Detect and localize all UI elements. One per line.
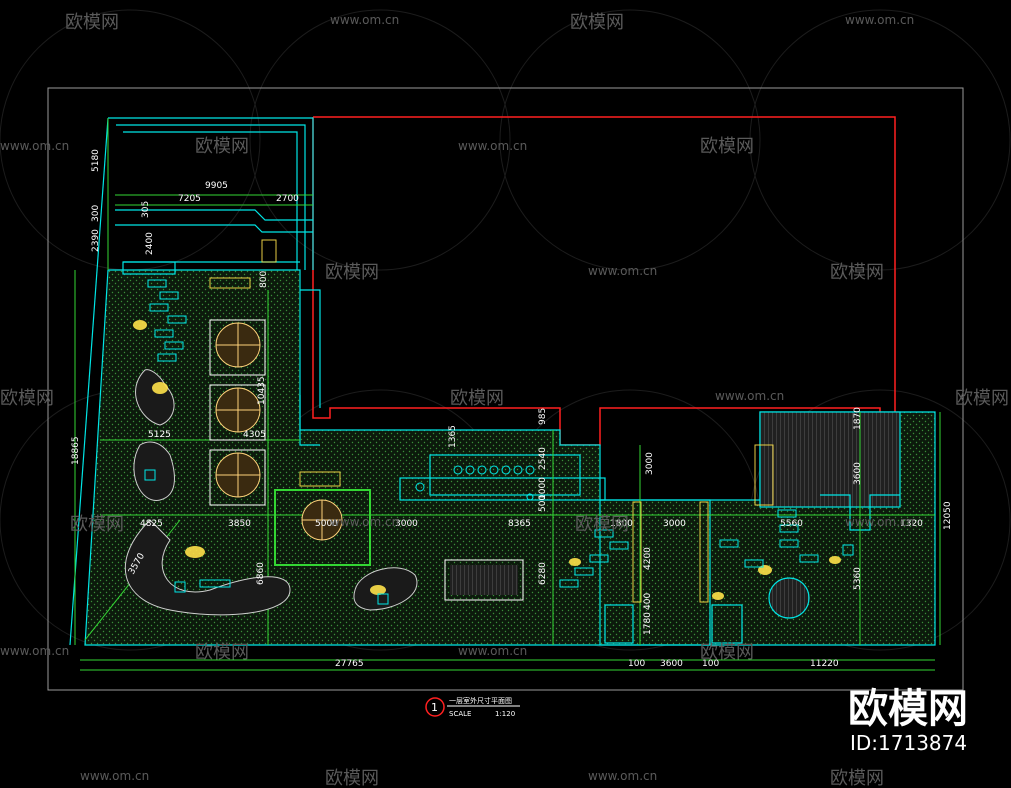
dimension-label-top_2390: 2390 bbox=[91, 229, 101, 252]
wm-site-4: www.om.cn bbox=[458, 139, 527, 153]
wm-site-9: www.om.cn bbox=[0, 644, 69, 658]
patio-platforms bbox=[209, 319, 524, 601]
dimension-label-mid_500: 500 bbox=[538, 495, 548, 512]
dimension-label-v_1780: 1780 bbox=[643, 612, 653, 635]
dimension-label-mid_4305: 4305 bbox=[243, 430, 266, 440]
wm-brand-4: 欧模网 bbox=[700, 136, 754, 157]
dimension-label-mid_10435: 10435 bbox=[257, 376, 267, 405]
wm-brand-8: 欧模网 bbox=[450, 388, 504, 409]
dimension-label-top_9905: 9905 bbox=[205, 181, 228, 191]
ground-lights bbox=[144, 469, 854, 605]
round-water-feature bbox=[768, 577, 810, 619]
wm-site-2: www.om.cn bbox=[845, 13, 914, 27]
dimension-label-v_1870: 1870 bbox=[853, 407, 863, 430]
dimension-label-row_5560: 5560 bbox=[780, 519, 803, 529]
dimension-label-v_6860: 6860 bbox=[256, 562, 266, 585]
patio-umbrellas bbox=[215, 322, 343, 541]
wm-brand-5: 欧模网 bbox=[325, 262, 379, 283]
yellow-rocks bbox=[133, 239, 841, 603]
wm-brand-12: 欧模网 bbox=[195, 642, 249, 663]
dimension-label-top_300a: 300 bbox=[91, 205, 101, 222]
scale-value: 1:120 bbox=[495, 710, 515, 718]
watermarks: 欧模网 www.om.cn 欧模网 www.om.cn www.om.cn 欧模… bbox=[0, 12, 1009, 788]
dimension-label-top_2700: 2700 bbox=[276, 194, 299, 204]
dimension-label-bottom_3600: 3600 bbox=[660, 659, 683, 669]
dimension-label-row_5000: 5000 bbox=[315, 519, 338, 529]
dimension-label-right_12050: 12050 bbox=[943, 501, 953, 530]
title-number-circle bbox=[425, 697, 445, 717]
wm-site-3: www.om.cn bbox=[0, 139, 69, 153]
dimension-label-row_4825: 4825 bbox=[140, 519, 163, 529]
wm-site-10: www.om.cn bbox=[458, 644, 527, 658]
title-block: 1 一层室外尺寸平面图 SCALE 1:120 bbox=[425, 696, 520, 718]
wm-brand-11: 欧模网 bbox=[575, 514, 629, 535]
wm-site-7: www.om.cn bbox=[330, 515, 399, 529]
wm-brand-2: 欧模网 bbox=[570, 12, 624, 33]
dimension-label-top_5180: 5180 bbox=[91, 149, 101, 172]
dimension-label-v_4200: 4200 bbox=[643, 547, 653, 570]
wm-site-8: www.om.cn bbox=[845, 515, 914, 529]
wm-brand-10: 欧模网 bbox=[70, 514, 124, 535]
stepping-stones bbox=[147, 279, 819, 588]
dimension-label-mid_3000v: 3000 bbox=[645, 452, 655, 475]
wm-brand-9: 欧模网 bbox=[955, 388, 1009, 409]
dimension-label-mid_1365: 1365 bbox=[448, 425, 458, 448]
wm-site-5: www.om.cn bbox=[588, 264, 657, 278]
dimension-label-row_3000b: 3000 bbox=[663, 519, 686, 529]
wm-site-12: www.om.cn bbox=[588, 769, 657, 783]
wm-brand-15: 欧模网 bbox=[830, 768, 884, 788]
dimension-label-bottom_11220: 11220 bbox=[810, 659, 839, 669]
cyan-boundary bbox=[69, 117, 901, 646]
wm-brand-14: 欧模网 bbox=[325, 768, 379, 788]
building-outline-red bbox=[312, 116, 896, 446]
wm-brand-13: 欧模网 bbox=[700, 642, 754, 663]
dimension-label-bottom_100a: 100 bbox=[628, 659, 645, 669]
wm-brand-6: 欧模网 bbox=[830, 262, 884, 283]
dimension-label-top_800: 800 bbox=[259, 271, 269, 288]
wm-site-11: www.om.cn bbox=[80, 769, 149, 783]
dimension-label-top_7205: 7205 bbox=[178, 194, 201, 204]
wm-brand-3: 欧模网 bbox=[195, 136, 249, 157]
dimension-label-bottom_27765: 27765 bbox=[335, 659, 364, 669]
dimension-label-row_3850: 3850 bbox=[228, 519, 251, 529]
dimension-label-row_3000: 3000 bbox=[395, 519, 418, 529]
dimension-label-row_1800: 1800 bbox=[610, 519, 633, 529]
dimension-label-bottom_100b: 100 bbox=[702, 659, 719, 669]
wm-site-6: www.om.cn bbox=[715, 389, 784, 403]
green-dimension-lines bbox=[74, 118, 941, 671]
fountain-jets bbox=[415, 465, 535, 501]
dimension-label-row_8365: 8365 bbox=[508, 519, 531, 529]
dimension-label-v_5360: 5360 bbox=[853, 567, 863, 590]
dimension-label-v_3600: 3600 bbox=[853, 462, 863, 485]
dimension-label-row_1320: 1320 bbox=[900, 519, 923, 529]
title-text: 一层室外尺寸平面图 bbox=[449, 696, 512, 705]
dimension-label-left_18865: 18865 bbox=[71, 436, 81, 465]
corner-id: ID:1713874 bbox=[850, 731, 967, 755]
sheet-frame bbox=[47, 87, 964, 691]
dimension-label-mid_5125: 5125 bbox=[148, 430, 171, 440]
dimension-label-mid_985: 985 bbox=[538, 408, 548, 425]
wm-brand-7: 欧模网 bbox=[0, 388, 54, 409]
dimension-label-v_6280: 6280 bbox=[538, 562, 548, 585]
corner-brand: 欧模网 bbox=[848, 686, 968, 732]
scale-label: SCALE bbox=[449, 710, 471, 718]
wm-site-1: www.om.cn bbox=[330, 13, 399, 27]
dimension-label-v_400: 400 bbox=[643, 593, 653, 610]
dimension-label-top_2400: 2400 bbox=[145, 232, 155, 255]
dimension-label-mid_1000: 1000 bbox=[538, 477, 548, 500]
title-number: 1 bbox=[431, 701, 438, 714]
dimension-label-top_305: 305 bbox=[141, 201, 151, 218]
dimension-label-mid_2540: 2540 bbox=[538, 447, 548, 470]
dimension-labels: 5180 9905 7205 2700 300 305 2390 2400 800 18865 10… bbox=[71, 149, 953, 669]
wm-brand-1: 欧模网 bbox=[65, 12, 119, 33]
